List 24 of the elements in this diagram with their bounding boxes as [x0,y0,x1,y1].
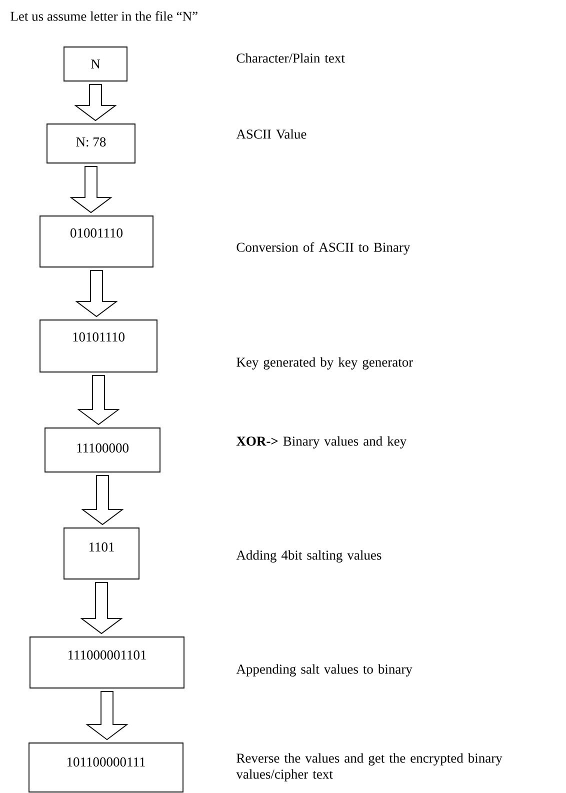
block-arrow [74,84,117,122]
block-arrow [75,270,118,318]
process-box: 1101 [64,528,140,580]
block-arrow [70,166,112,214]
step-description: XOR-> Binary values and key [236,436,407,448]
process-box: 10101110 [40,320,158,372]
block-arrow [86,691,128,740]
block-arrow [77,375,120,426]
step-description: Reverse the values and get the encrypted binary values/cipher text [236,753,502,782]
block-arrow [81,475,124,526]
heading: Let us assume letter in the file “N” [10,11,198,21]
process-box: N [64,46,128,82]
step-description: ASCII Value [236,129,306,139]
process-box: 101100000111 [28,742,184,792]
step-description: Character/Plain text [236,53,345,63]
block-arrow [80,582,123,634]
step-description: Key generated by key generator [236,357,413,370]
step-description: Appending salt values to binary [236,664,412,676]
process-box: 01001110 [40,216,154,268]
step-description: Adding 4bit salting values [236,550,382,562]
process-box: 111000001101 [30,636,184,688]
process-box: 11100000 [44,428,160,472]
process-box: N: 78 [46,124,136,164]
step-description: Conversion of ASCII to Binary [236,242,410,255]
